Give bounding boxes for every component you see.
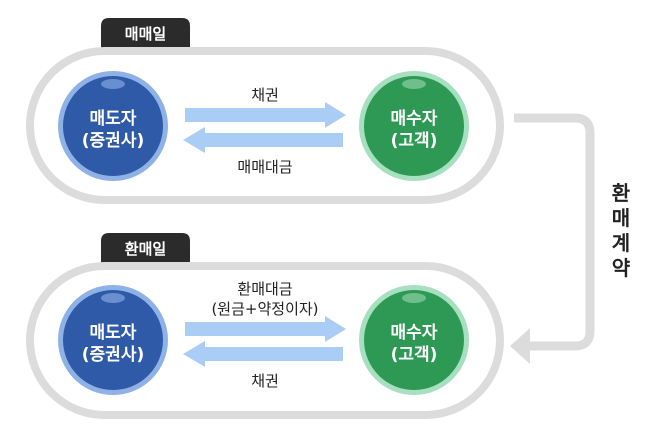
connector-label-char-2: 매 <box>612 206 630 230</box>
connector-label-char-4: 약 <box>612 256 631 280</box>
tab-trade-date <box>101 18 190 50</box>
tab-label: 환매일 <box>125 240 166 258</box>
buyer-label-line1: 매수자 <box>391 323 438 343</box>
connector-arrowhead <box>510 328 530 364</box>
buyer-label-line1: 매수자 <box>391 109 438 129</box>
to-buyer-label-line1: 환매대금 <box>237 280 292 298</box>
tab-repurchase-date <box>101 233 190 265</box>
buyer-label-line2: (고객) <box>391 131 438 151</box>
arrow-to-seller <box>183 127 343 153</box>
to-seller-label: 매매대금 <box>237 158 292 176</box>
panel-trade-date: 매매일 매도자 (증권사) 매수자 (고객) 채권 매매대금 <box>26 18 504 204</box>
seller-label-line1: 매도자 <box>90 109 137 129</box>
panel-track <box>26 262 504 419</box>
seller-node: 매도자 (증권사) <box>58 285 168 395</box>
connector-label-char-3: 계 <box>612 231 630 255</box>
to-buyer-label-line2: (원금+약정이자) <box>211 300 318 318</box>
tab-label: 매매일 <box>125 25 166 43</box>
to-seller-label: 채권 <box>251 372 279 390</box>
seller-label-line1: 매도자 <box>90 323 137 343</box>
seller-label-line2: (증권사) <box>82 345 144 365</box>
arrow-to-buyer <box>185 102 346 128</box>
repurchase-contract-connector <box>514 113 595 351</box>
seller-label-line2: (증권사) <box>82 131 144 151</box>
buyer-node: 매수자 (고객) <box>359 285 469 395</box>
arrow-to-buyer <box>185 316 346 342</box>
buyer-label-line2: (고객) <box>391 345 438 365</box>
panel-track <box>26 47 504 204</box>
arrow-to-seller <box>183 341 343 367</box>
seller-node: 매도자 (증권사) <box>58 71 168 181</box>
buyer-node: 매수자 (고객) <box>359 71 469 181</box>
panel-repurchase-date: 환매일 매도자 (증권사) 매수자 (고객) 환매대금 (원금+약정이자) 채권 <box>26 233 504 419</box>
connector-label-char-1: 환 <box>612 181 631 205</box>
to-buyer-label: 채권 <box>251 86 279 104</box>
